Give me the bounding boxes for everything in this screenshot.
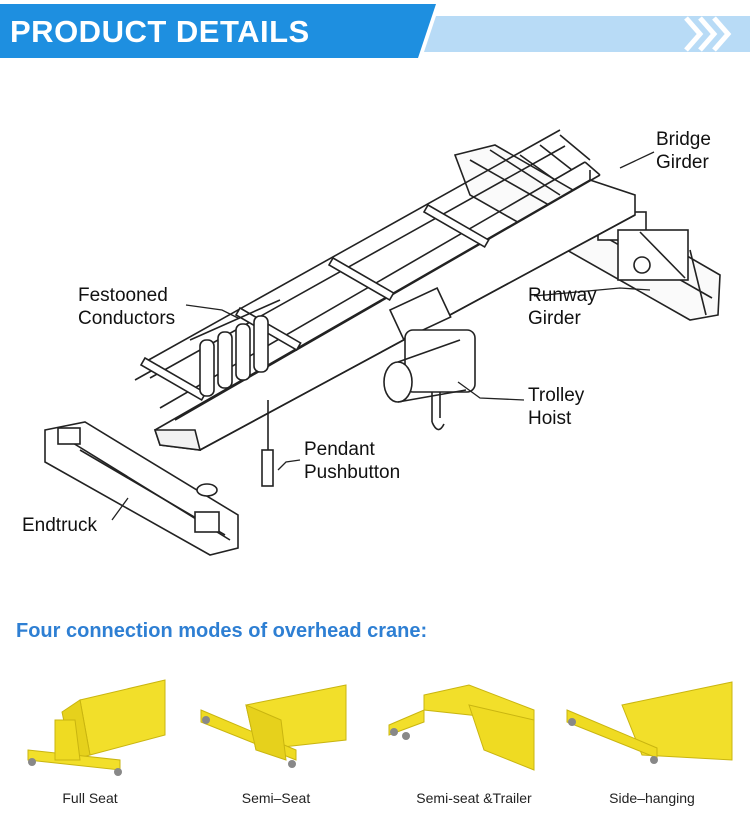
label-bridge-girder: Bridge Girder <box>656 128 711 174</box>
label-bridge-girder-line1: Bridge <box>656 129 711 150</box>
label-runway-girder: Runway Girder <box>528 284 597 330</box>
callout-leaders <box>111 151 655 521</box>
side-hanging-image <box>566 681 733 764</box>
header-banner: PRODUCT DETAILS <box>0 0 750 62</box>
label-runway-line2: Girder <box>528 308 581 329</box>
crane-drawing <box>44 129 721 556</box>
mode-side-hanging: Side–hanging <box>562 650 742 826</box>
label-runway-line1: Runway <box>528 285 597 306</box>
label-pendant-line1: Pendant <box>304 439 375 460</box>
label-trolley-line1: Trolley <box>528 385 585 406</box>
endtruck-shape <box>44 421 239 556</box>
semi-seat-image <box>200 684 347 768</box>
label-festooned-line1: Festooned <box>78 285 168 306</box>
mode-label: Side–hanging <box>609 790 695 806</box>
label-bridge-girder-line2: Girder <box>656 152 709 173</box>
semi-seat-trailer-image <box>388 684 535 771</box>
double-chevron-right-icon <box>684 16 732 52</box>
festoon-loops <box>189 299 281 397</box>
header-primary-band <box>0 4 436 58</box>
label-trolley-hoist: Trolley Hoist <box>528 384 584 430</box>
page-title: PRODUCT DETAILS <box>10 14 310 49</box>
trolley-hoist-shape <box>383 286 476 431</box>
label-festooned-line2: Conductors <box>78 308 176 329</box>
label-festooned-conductors: Festooned Conductors <box>78 284 175 330</box>
label-endtruck: Endtruck <box>22 514 97 537</box>
pendant-shape <box>261 400 274 487</box>
label-pendant-pushbutton: Pendant Pushbutton <box>304 438 400 484</box>
label-endtruck-line1: Endtruck <box>22 515 97 536</box>
mode-semi-seat: Semi–Seat <box>186 650 366 826</box>
mode-semi-seat-trailer: Semi-seat &Trailer <box>384 650 564 826</box>
mode-label: Semi–Seat <box>241 790 311 806</box>
mode-label: Semi-seat &Trailer <box>416 790 532 806</box>
mode-full-seat: Full Seat <box>0 650 180 826</box>
connection-modes-gallery: Full Seat Semi–Seat Semi-seat &Trailer <box>0 650 750 826</box>
mode-label: Full Seat <box>62 790 118 806</box>
crane-diagram: Bridge Girder Festooned Conductors Runwa… <box>0 100 750 570</box>
header-background <box>0 4 750 58</box>
full-seat-image <box>27 679 166 776</box>
label-trolley-line2: Hoist <box>528 408 572 429</box>
header-secondary-band <box>424 16 750 52</box>
connection-modes-title: Four connection modes of overhead crane: <box>16 620 428 642</box>
label-pendant-line2: Pushbutton <box>304 462 401 483</box>
